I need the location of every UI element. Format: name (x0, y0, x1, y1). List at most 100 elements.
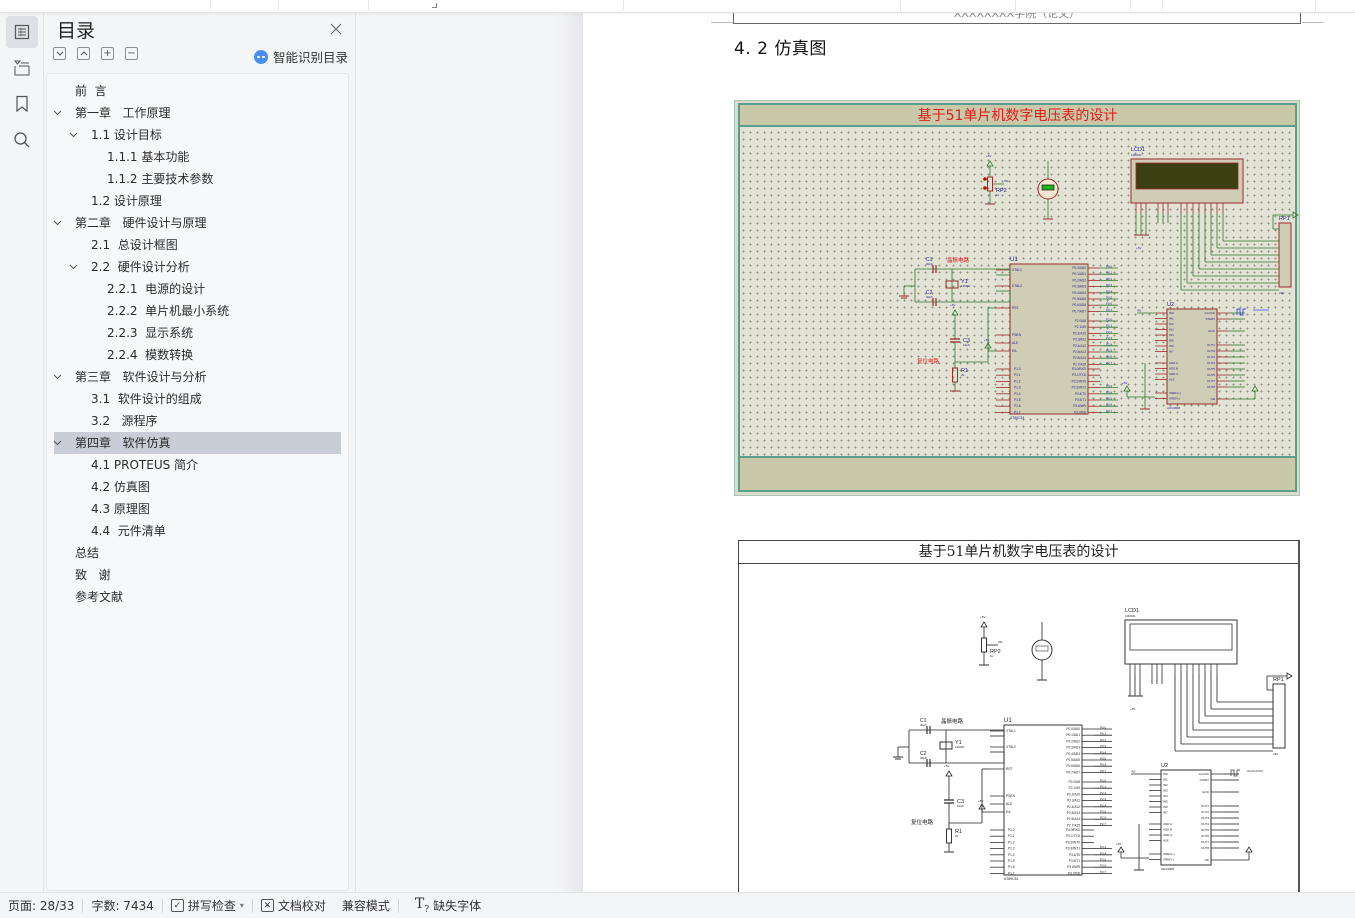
adc-pin-label: CLOCK (1199, 772, 1209, 776)
toolbar-divider (1015, 0, 1016, 11)
search-icon (14, 132, 30, 148)
word-count[interactable]: 字数: 7434 (83, 898, 161, 914)
status-divider (82, 898, 84, 913)
toc-item[interactable]: 第二章 硬件设计与原理 (47, 212, 348, 234)
remove-level-button[interactable]: − (125, 47, 138, 60)
net-label: P0.3 (1106, 283, 1113, 287)
chevron-down-icon[interactable] (51, 366, 63, 388)
vcc-label: +5V (950, 303, 955, 307)
mcu-pin-label: P2.4/A12 (1067, 805, 1080, 809)
expand-all-button[interactable] (77, 47, 90, 60)
add-level-button[interactable]: + (101, 47, 114, 60)
smart-toc-button[interactable]: 智能识别目录 (254, 47, 348, 66)
capacitor-value: 10uF (963, 343, 970, 347)
adc-pin-label: IN1 (1169, 317, 1174, 321)
toc-item-label: 1.1 设计目标 (91, 128, 162, 142)
adc-pin-label: IN7 (1163, 811, 1168, 815)
mcu-pin-label: ALE (1012, 341, 1019, 345)
mcu-pin-label: ALE (1006, 802, 1013, 806)
toolbar-divider (1315, 0, 1316, 11)
toc-item[interactable]: 1.1.2 主要技术参数 (47, 168, 348, 190)
adc-pin-label: IN0 (1163, 772, 1168, 776)
compat-mode-indicator[interactable]: 兼容模式 (334, 898, 398, 914)
toc-item[interactable]: 第一章 工作原理 (47, 102, 348, 124)
toc-item[interactable]: 2.2.2 单片机最小系统 (47, 300, 348, 322)
spell-check-button[interactable]: ✓ 拼写检查 ▾ (163, 898, 252, 914)
adc-pin-label: OUT1 (1207, 343, 1215, 347)
mcu-pin-label: P2.6/A14 (1073, 356, 1086, 360)
toc-item[interactable]: 1.1 设计目标 (47, 124, 348, 146)
toc-item[interactable]: 4.3 原理图 (47, 498, 348, 520)
toc-item[interactable]: 2.2 硬件设计分析 (47, 256, 348, 278)
vcc-label: +5V (978, 799, 983, 803)
header-margin-mark (1302, 22, 1324, 23)
adc-pin-label: START (1199, 778, 1209, 782)
mcu-pin-label: P1.0 (1014, 367, 1021, 371)
missing-font-button[interactable]: T? 缺失字体 (399, 896, 489, 915)
probe-dot (983, 177, 987, 181)
bookmark-tab-button[interactable] (6, 88, 38, 120)
simulation-title: 基于51单片机数字电压表的设计 (740, 105, 1295, 127)
toc-item-label: 前 言 (75, 84, 107, 98)
adc-pin-label: EOC (1202, 790, 1209, 794)
mcu-pin-label: P2.5/A13 (1073, 350, 1086, 354)
mcu-pin-label: P2.0/A8 (1069, 780, 1081, 784)
toc-close-button[interactable] (329, 21, 343, 35)
page-indicator[interactable]: 页面: 28/33 (0, 898, 82, 914)
toc-item[interactable]: 致 谢 (47, 564, 348, 586)
toc-icon (14, 24, 30, 40)
net-label: P3.7 (1106, 409, 1113, 413)
toc-item-label: 3.2 源程序 (91, 414, 158, 428)
toc-item-label: 4.4 元件清单 (91, 524, 166, 538)
toc-item[interactable]: 第四章 软件仿真 (51, 432, 341, 454)
chapter-nav-button[interactable] (6, 52, 38, 84)
toc-tab-button[interactable] (6, 16, 38, 48)
net-label: P0.4 (1106, 289, 1113, 293)
toc-item[interactable]: 3.1 软件设计的组成 (47, 388, 348, 410)
adc-pin-label: VREF(+) (1163, 852, 1175, 856)
toc-item[interactable]: 1.1.1 基本功能 (47, 146, 348, 168)
toc-item[interactable]: 2.2.3 显示系统 (47, 322, 348, 344)
adc-pin-label: VREF(+) (1169, 391, 1181, 395)
toc-item[interactable]: 参考文献 (47, 586, 348, 608)
toc-item[interactable]: 3.2 源程序 (47, 410, 348, 432)
net-label: IN0 (1137, 309, 1142, 313)
mcu-pin-label: P1.7 (1008, 871, 1015, 875)
chevron-down-icon[interactable] (51, 102, 63, 124)
toc-item[interactable]: 4.2 仿真图 (47, 476, 348, 498)
document-proofread-button[interactable]: ✕ 文档校对 (253, 898, 334, 914)
dropdown-arrow-icon[interactable]: ▾ (239, 901, 244, 910)
toc-item[interactable]: 2.1 总设计框图 (47, 234, 348, 256)
toc-item[interactable]: 4.1 PROTEUS 简介 (47, 454, 348, 476)
search-tab-button[interactable] (6, 124, 38, 156)
chevron-up-icon (80, 51, 87, 56)
chevron-down-icon[interactable] (67, 256, 79, 278)
mcu-pin-label: PSEN (1006, 794, 1016, 798)
toc-item[interactable]: 前 言 (47, 80, 348, 102)
toc-item[interactable]: 第三章 软件设计与分析 (47, 366, 348, 388)
adc-pin-label: OUT4 (1201, 822, 1209, 826)
adc-pin-label: ADD C (1163, 833, 1173, 837)
chevron-down-icon[interactable] (67, 124, 79, 146)
toc-item[interactable]: 4.4 元件清单 (47, 520, 348, 542)
toc-item[interactable]: 2.2.1 电源的设计 (47, 278, 348, 300)
toc-item-label: 第三章 软件设计与分析 (75, 370, 207, 384)
power-arrow (1117, 846, 1125, 853)
toc-item[interactable]: 1.2 设计原理 (47, 190, 348, 212)
collapse-all-button[interactable] (53, 47, 66, 60)
net-label: P3.3 (1100, 845, 1107, 849)
adc-pin-label: IN2 (1169, 322, 1174, 326)
mcu-pin-label: P2.3/A11 (1073, 338, 1086, 342)
adc-pin-label: IN5 (1169, 339, 1174, 343)
chevron-down-icon[interactable] (51, 212, 63, 234)
lcd-ref: LCD1 (1125, 608, 1139, 614)
adc-pin-label: OE (1211, 397, 1215, 401)
mcu-pin-label: P1.1 (1008, 834, 1015, 838)
toc-item[interactable]: 总结 (47, 542, 348, 564)
chevron-down-icon[interactable] (51, 432, 63, 454)
toc-item[interactable]: 2.2.4 模数转换 (47, 344, 348, 366)
